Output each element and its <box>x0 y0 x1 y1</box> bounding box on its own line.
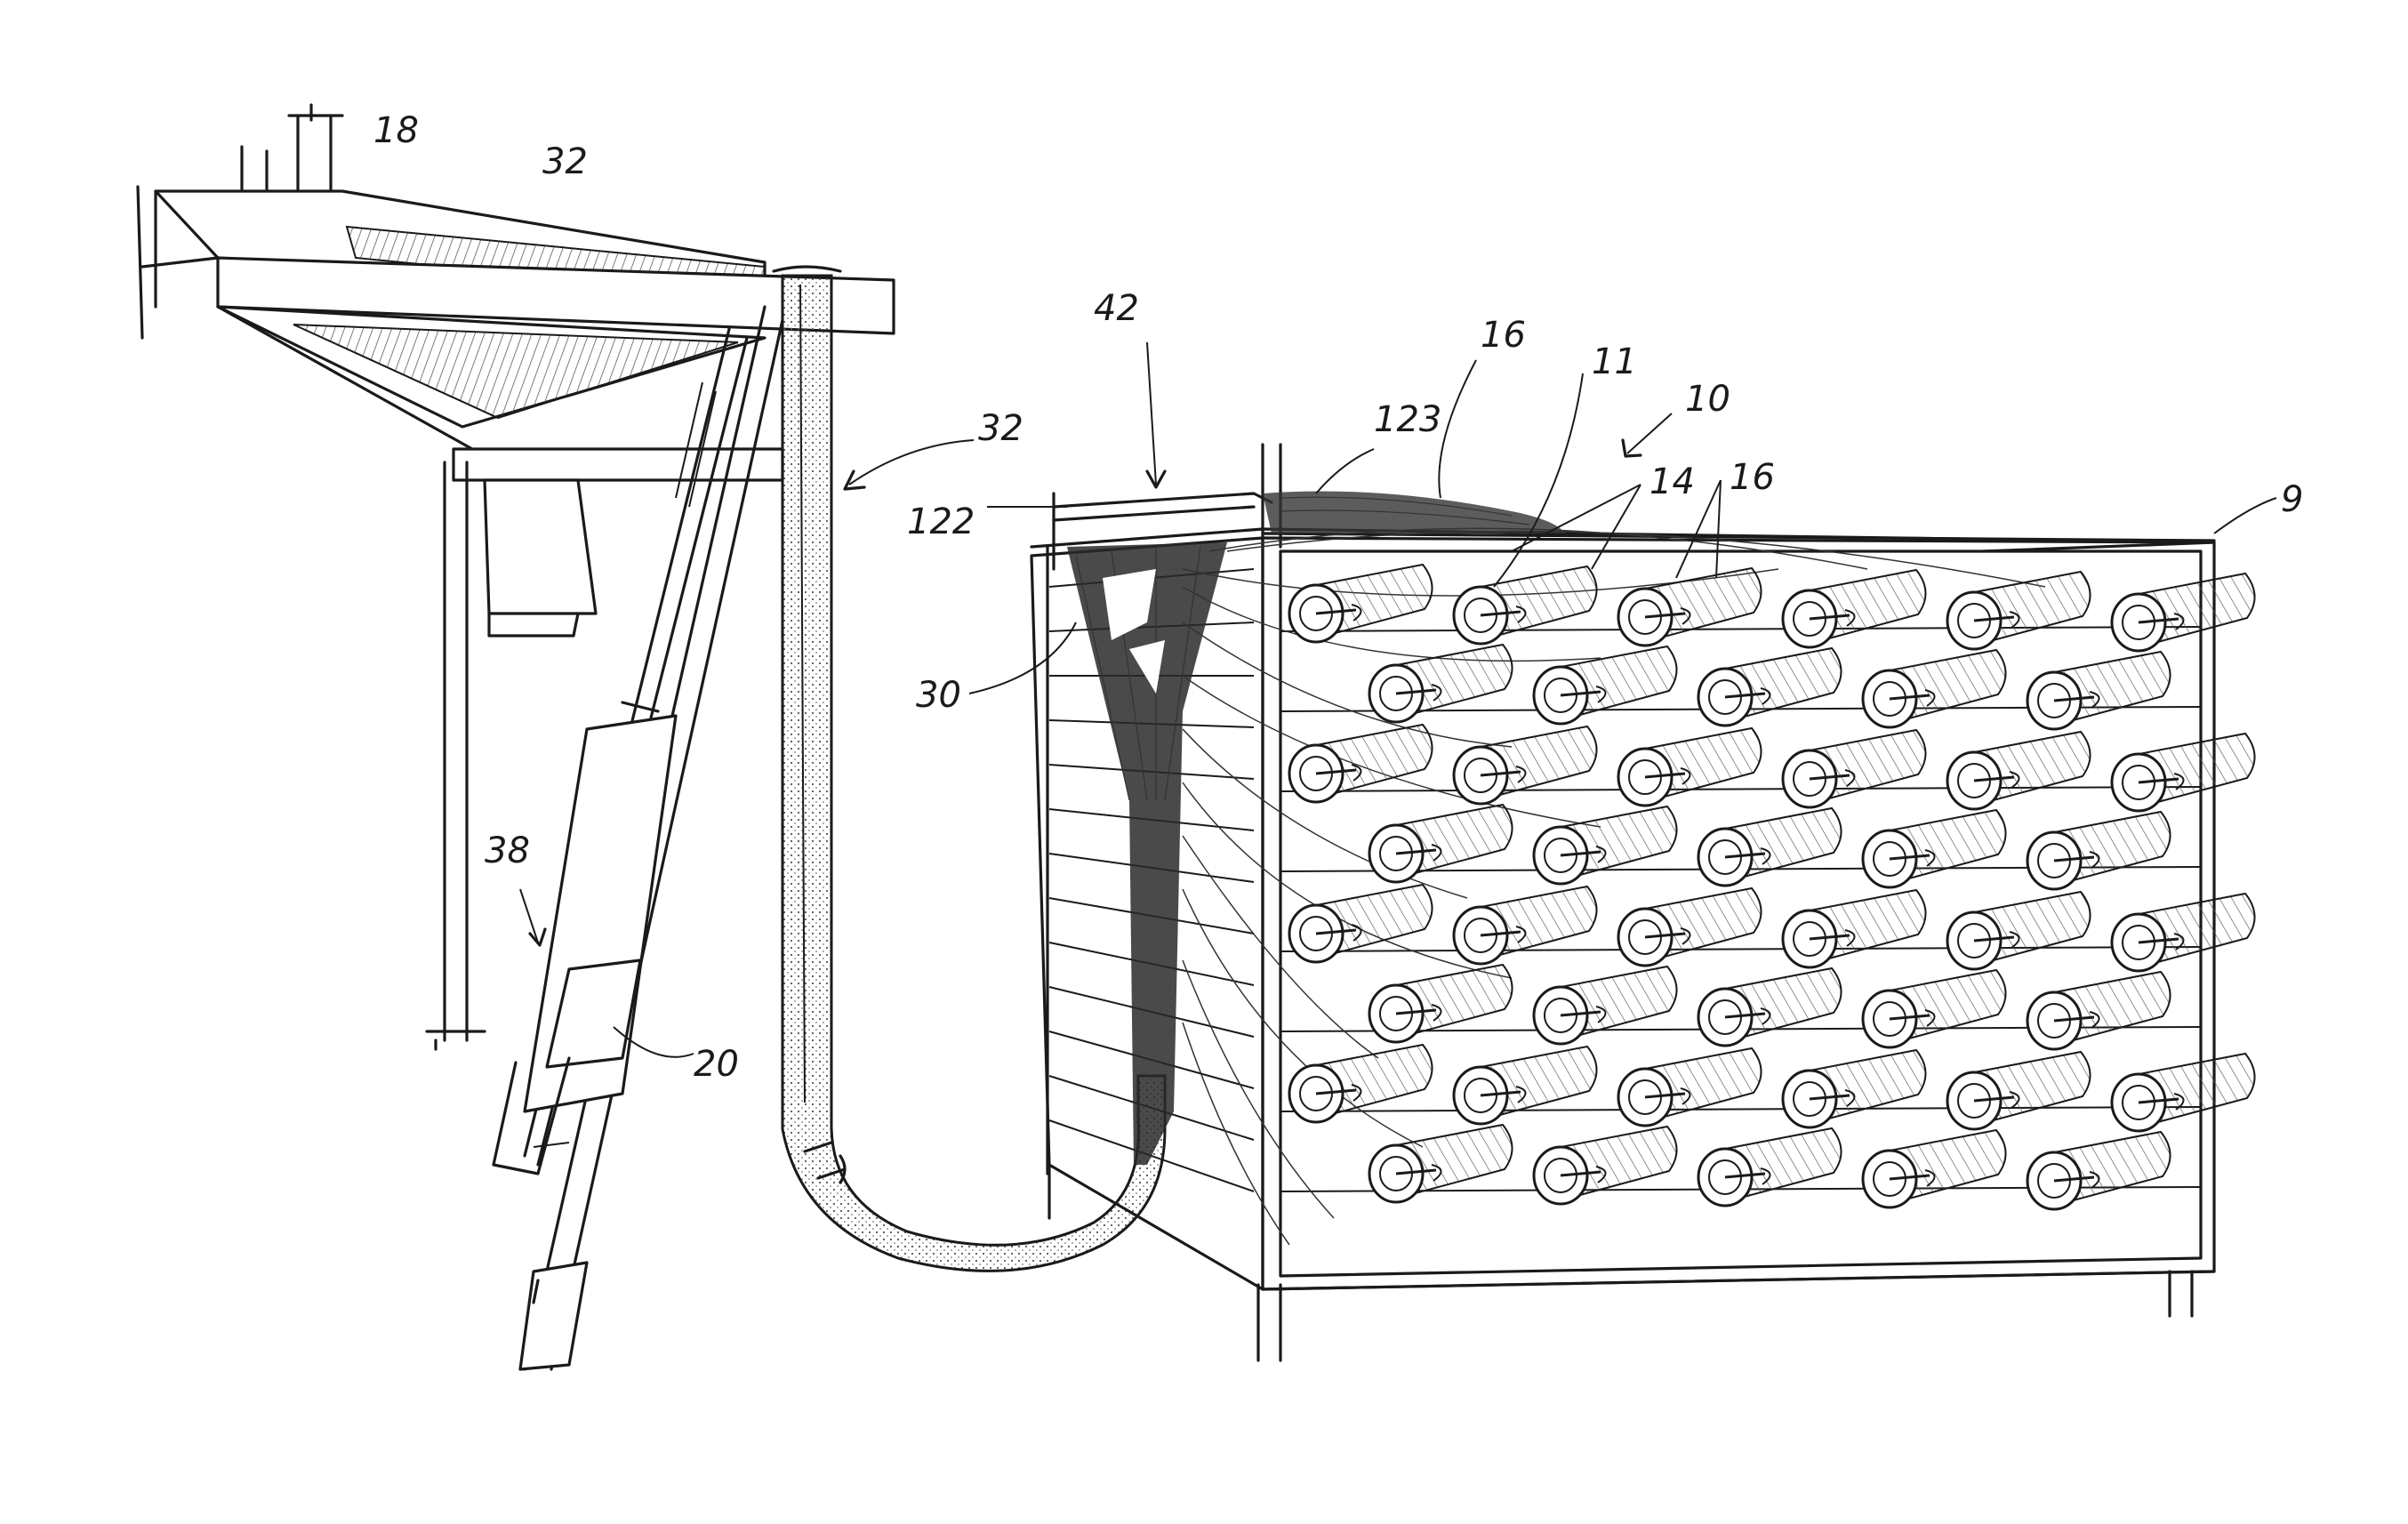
yarn-roller <box>1783 1050 1926 1127</box>
yarn-roller <box>2112 1054 2255 1131</box>
yarn-roller <box>2112 894 2255 971</box>
yarn-roller <box>2112 574 2255 651</box>
yarn-roller <box>1698 808 1842 886</box>
label-38: 38 <box>485 830 530 871</box>
label-16-top: 16 <box>1481 315 1526 356</box>
yarn-roller <box>2027 812 2171 889</box>
label-11: 11 <box>1592 341 1637 382</box>
yarn-roller <box>1947 572 2091 649</box>
yarn-roller <box>1947 1052 2091 1129</box>
label-32-top: 32 <box>542 141 588 182</box>
yarn-roller <box>1783 890 1926 967</box>
label-18: 18 <box>373 110 419 151</box>
yarn-roller <box>1534 646 1677 724</box>
yarn-roller <box>1783 570 1926 647</box>
label-30: 30 <box>916 675 961 716</box>
yarn-roller <box>1454 886 1597 964</box>
yarn-roller <box>1618 568 1762 646</box>
overhead-frame <box>138 105 894 1049</box>
yarn-roller <box>1534 967 1677 1044</box>
yarn-roller <box>1454 1047 1597 1124</box>
yarn-roller <box>1618 728 1762 806</box>
yarn-roller <box>2027 1132 2171 1209</box>
creel-top <box>969 342 1721 694</box>
label-20: 20 <box>694 1044 739 1085</box>
yarn-roller <box>1698 968 1842 1046</box>
label-32-hose: 32 <box>978 408 1023 449</box>
yarn-roller <box>1534 1127 1677 1204</box>
label-122: 122 <box>907 501 975 542</box>
cage-rack <box>1031 445 2276 1360</box>
yarn-roller <box>1947 732 2091 809</box>
yarn-roller <box>1698 1128 1842 1206</box>
yarn-roller <box>1698 648 1842 726</box>
label-16-right: 16 <box>1730 457 1775 498</box>
label-42: 42 <box>1094 288 1139 329</box>
yarn-roller <box>1783 730 1926 807</box>
yarn-roller <box>1454 566 1597 644</box>
yarn-roller <box>2027 652 2171 729</box>
yarn-roller <box>1618 888 1762 966</box>
yarn-roller <box>1454 726 1597 804</box>
label-123: 123 <box>1374 399 1441 440</box>
yarn-roller <box>1534 806 1677 884</box>
yarn-roller <box>1947 892 2091 969</box>
yarn-roller <box>1863 650 2006 727</box>
yarn-roller <box>1618 1048 1762 1126</box>
yarn-roller <box>1863 1130 2006 1207</box>
yarn-roller <box>2027 972 2171 1049</box>
yarn-roller <box>2112 734 2255 811</box>
label-9: 9 <box>2281 479 2303 520</box>
yarn-roller <box>1863 970 2006 1047</box>
label-10: 10 <box>1685 379 1730 420</box>
label-14: 14 <box>1649 461 1695 502</box>
yarn-roller <box>1863 810 2006 887</box>
